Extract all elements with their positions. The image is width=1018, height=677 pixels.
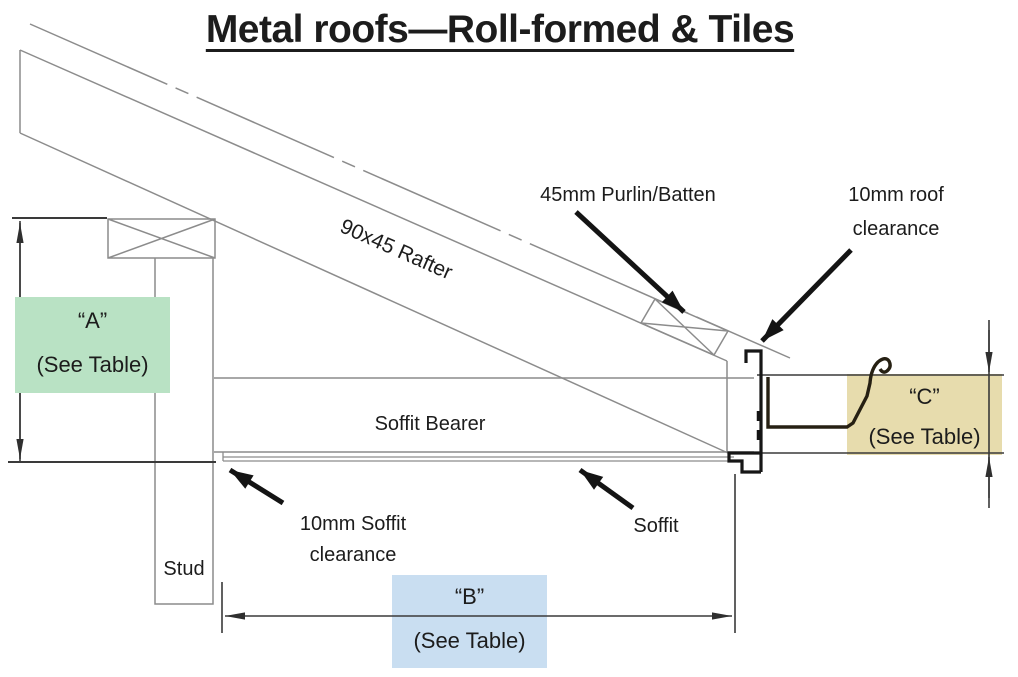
rafter-outline	[19, 49, 729, 454]
purlin-label: 45mm Purlin/Batten	[540, 184, 716, 206]
soffit-clearance-label: 10mm Soffit clearance	[273, 509, 433, 571]
roof-clearance-line1: 10mm roof	[848, 184, 944, 206]
purlin-outline	[639, 298, 730, 356]
dim-a-highlight	[15, 297, 170, 393]
stud-outline	[154, 258, 214, 605]
purlin-arrow	[574, 210, 686, 314]
roof-clearance-arrow	[760, 248, 853, 343]
dim-b-highlight	[392, 575, 547, 668]
dim-c-name: “C”	[909, 384, 940, 409]
soffit-clearance-line2: clearance	[309, 544, 397, 566]
soffit-clearance-arrow	[228, 467, 285, 506]
soffit-label: Soffit	[633, 515, 679, 537]
dim-a-callout: “A” (See Table)	[15, 297, 170, 395]
roof-clearance-line2: clearance	[852, 218, 940, 240]
dim-b-note: (See Table)	[413, 628, 526, 653]
roof-clearance-label: 10mm roof clearance	[816, 178, 976, 246]
dim-b-name: “B”	[454, 584, 485, 609]
dim-c-highlight	[847, 374, 1002, 455]
soffit-bearer-outline	[214, 377, 754, 453]
dim-c-reference-lines	[757, 374, 1004, 454]
dim-b-callout: “B” (See Table)	[392, 575, 547, 668]
dim-c-callout: “C” (See Table)	[847, 374, 1002, 458]
gutter-profile	[766, 357, 892, 429]
diagram-title: Metal roofs—Roll-formed & Tiles	[205, 8, 795, 51]
dim-a-name: “A”	[77, 308, 108, 333]
soffit-arrow	[578, 467, 635, 511]
top-plate-outline	[107, 218, 216, 259]
dim-a-note: (See Table)	[36, 352, 149, 377]
soffit-clearance-line1: 10mm Soffit	[299, 513, 407, 535]
soffit-bearer-label: Soffit Bearer	[374, 413, 486, 435]
dim-b-extension-lines	[221, 474, 736, 633]
stud-label: Stud	[163, 558, 205, 580]
dim-c-note: (See Table)	[868, 424, 981, 449]
fascia-profile	[727, 349, 763, 474]
soffit-lining-lines	[222, 452, 734, 462]
